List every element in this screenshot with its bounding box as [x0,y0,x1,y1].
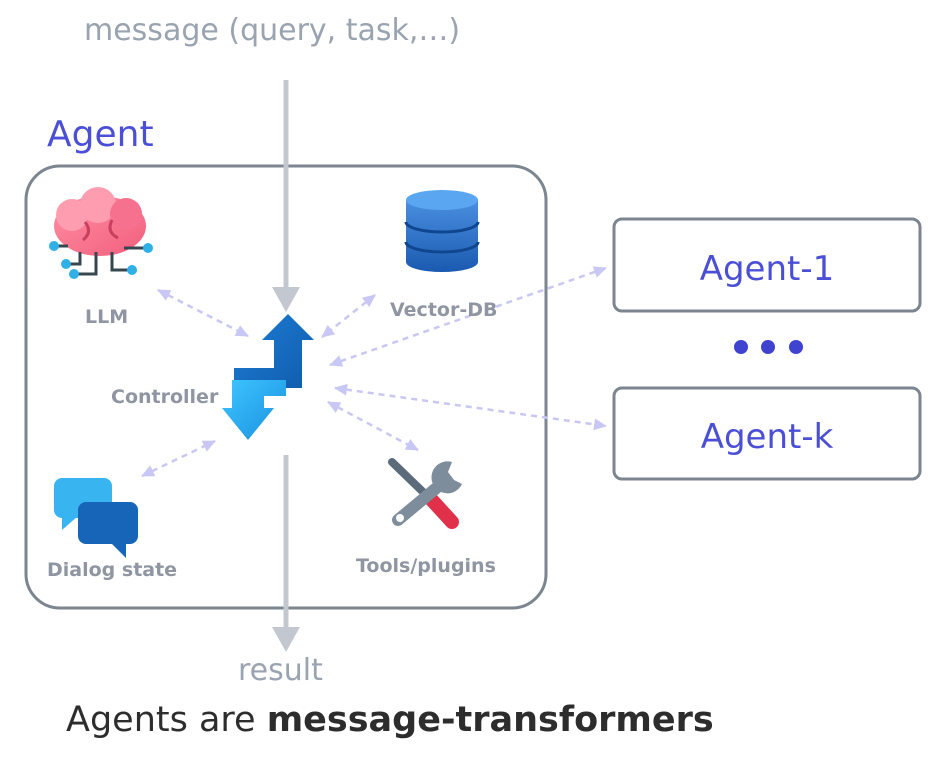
controller-label: Controller [111,386,219,408]
agent-k-label: Agent-k [701,417,834,457]
dialog-state-label: Dialog state [47,559,177,581]
agent-title: Agent [47,114,154,155]
vector-db-label: Vector-DB [390,299,497,321]
result-label: result [238,653,323,688]
ellipsis-dots [734,340,803,354]
agent-1-box [612,217,922,313]
caption-bold: message-transformers [267,700,714,740]
wrench-screwdriver-icon [388,458,462,529]
output-flow-arrowhead [272,627,300,652]
llm-label: LLM [85,306,128,328]
brain-circuit-icon [49,187,153,279]
input-flow-arrowhead [272,287,300,312]
input-message-label: message (query, task,…) [84,13,460,48]
link-vectordb-controller [321,294,376,338]
link-dialog-controller [141,439,216,478]
link-controller-tools [327,400,419,452]
link-controller-agent1 [329,266,607,367]
agent-k-box [612,386,922,481]
caption: Agents are message-transformers [66,700,714,740]
agent-1-label: Agent-1 [700,249,835,289]
caption-prefix: Agents are [66,700,267,740]
link-llm-controller [157,288,249,338]
tools-label: Tools/plugins [356,555,496,577]
link-controller-agentk [334,383,607,431]
database-icon [404,190,480,272]
chat-bubbles-icon [54,478,138,558]
swap-arrows-icon [222,314,314,440]
